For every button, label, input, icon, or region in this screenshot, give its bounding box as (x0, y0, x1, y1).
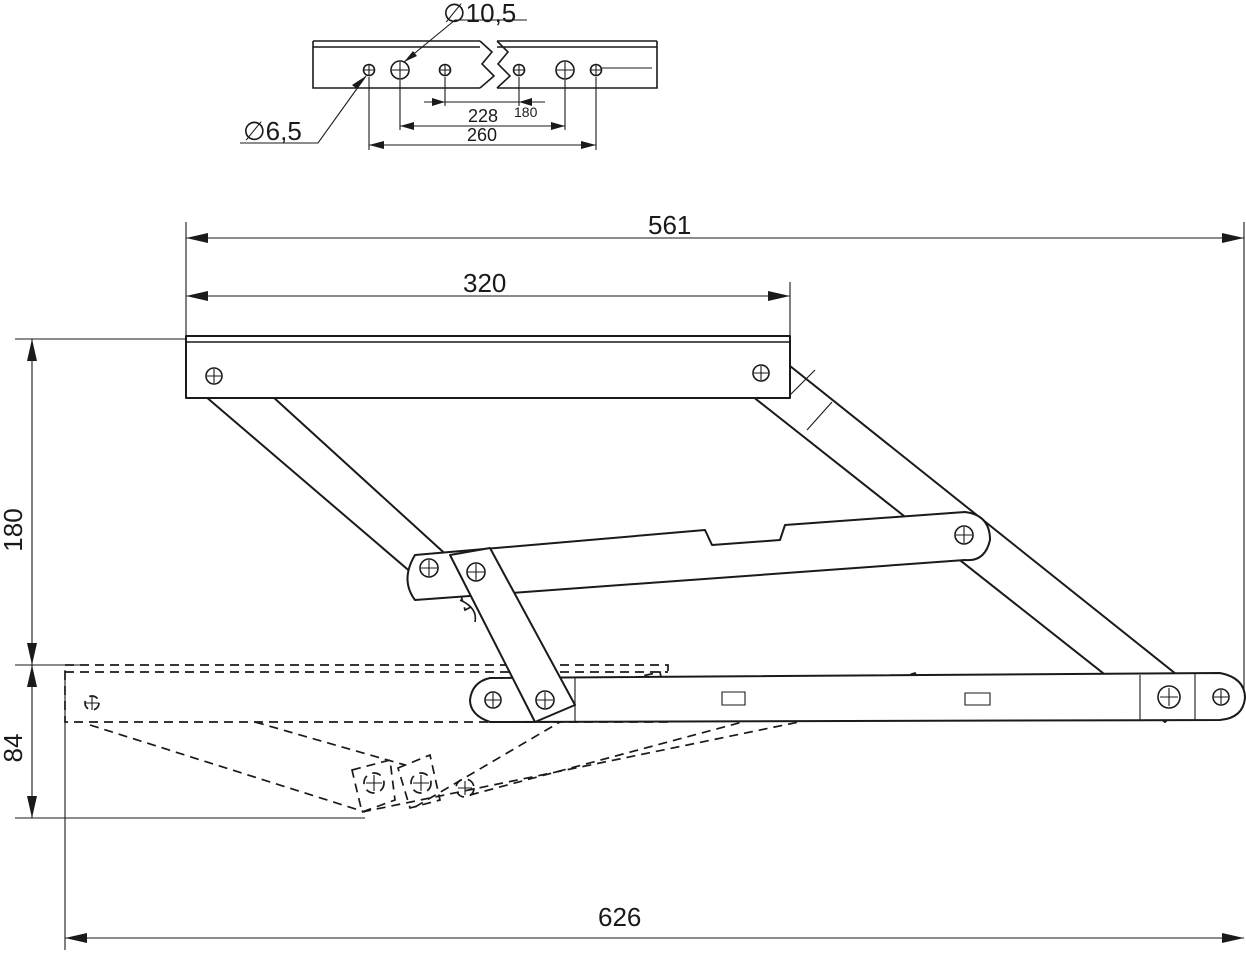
hole-small-4 (589, 63, 603, 77)
inner-diagonal-arm (449, 547, 576, 723)
dashed-pin-2 (363, 772, 385, 794)
pin-top-left (205, 367, 223, 385)
dim-228-label: 228 (468, 106, 498, 126)
diameter-large-label: ∅10,5 (443, 0, 516, 28)
diameter-small-label: ∅6,5 (243, 116, 302, 146)
hole-small-3 (512, 63, 526, 77)
pin-bottom-arm (535, 690, 555, 710)
top-rail (185, 335, 791, 399)
pin-link-left (419, 558, 439, 578)
hole-large-2 (555, 60, 575, 80)
dim-84-height-label: 84 (0, 734, 28, 763)
dim-561-label: 561 (648, 210, 691, 240)
hole-large-1 (390, 60, 410, 80)
pin-bottom-end (1212, 688, 1230, 706)
pin-bottom-left (484, 691, 502, 709)
dashed-pin-1 (84, 695, 100, 711)
dimension-lines: 561 320 626 180 84 (0, 210, 1245, 950)
hole-small-1 (362, 63, 376, 77)
dim-260-label: 260 (467, 125, 497, 145)
pin-top-right (752, 364, 770, 382)
dashed-pin-4 (455, 778, 475, 798)
dim-180-label: 180 (514, 104, 538, 120)
dim-320-label: 320 (463, 268, 506, 298)
dashed-pin-3 (410, 772, 432, 794)
dim-180-height-label: 180 (0, 508, 28, 551)
connecting-link (406, 511, 991, 601)
pin-bottom-right-arm (1157, 685, 1181, 709)
pin-link-right (954, 525, 974, 545)
bottom-rail (469, 672, 1246, 723)
mounting-plate-detail: ∅10,5 ∅6,5 228 180 260 (240, 0, 658, 150)
left-upper-arm (204, 395, 453, 581)
hole-small-2 (438, 63, 452, 77)
dim-626-label: 626 (598, 902, 641, 932)
pin-link-mid (466, 562, 486, 582)
